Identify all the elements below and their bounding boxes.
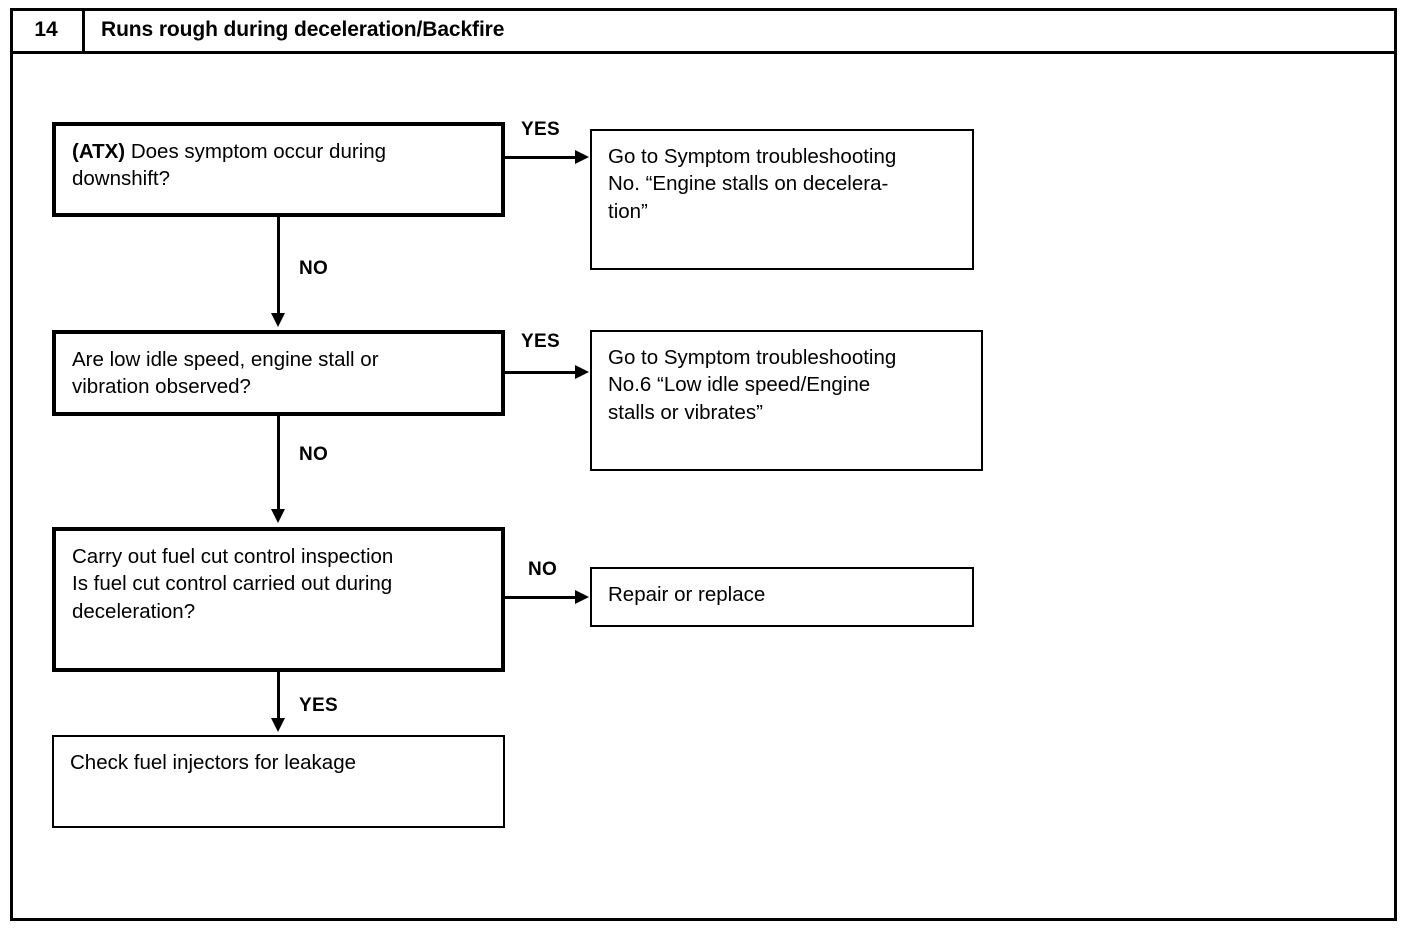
page-title: Runs rough during deceleration/Backfire <box>101 17 505 41</box>
edge-q2-a2-arrowhead <box>575 365 589 379</box>
header-band: 14 Runs rough during deceleration/Backfi… <box>10 8 1397 54</box>
action-box-goto-low-idle-line3: stalls or vibrates” <box>608 400 763 424</box>
edge-q2-q3-line <box>277 416 280 511</box>
atx-line1-rest: Does symptom occur during <box>125 140 387 163</box>
action-box-repair-or-replace: Repair or replace <box>590 567 974 627</box>
decision-box-atx-line1: (ATX) Does symptom occur during <box>72 138 501 165</box>
decision-box-fuel-cut-control: Carry out fuel cut control inspection Is… <box>52 527 505 672</box>
action-box-check-fuel-injectors: Check fuel injectors for leakage <box>52 735 505 828</box>
edge-q1-a1-line <box>505 156 577 159</box>
action-box-goto-engine-stalls: Go to Symptom troubleshooting No. “Engin… <box>590 129 974 270</box>
decision-box-atx-downshift: (ATX) Does symptom occur during downshif… <box>52 122 505 217</box>
action-box-goto-engine-stalls-line1: Go to Symptom troubleshooting <box>608 145 897 168</box>
edge-q1-a1-arrowhead <box>575 150 589 164</box>
action-box-goto-low-idle-line2: No.6 “Low idle speed/Engine <box>608 373 871 397</box>
page-border <box>10 8 1397 921</box>
edge-q3-a3-arrowhead <box>575 590 589 604</box>
edge-label-q2-yes: YES <box>521 331 560 352</box>
action-box-check-fuel-injectors-line1: Check fuel injectors for leakage <box>70 751 357 774</box>
action-box-goto-engine-stalls-line2: No. “Engine stalls on decelera- <box>608 172 889 196</box>
edge-q3-a3-line <box>505 596 577 599</box>
edge-q1-q2-line <box>277 217 280 315</box>
edge-q3-a4-line <box>277 672 280 720</box>
edge-q2-a2-line <box>505 371 577 374</box>
edge-q2-q3-arrowhead <box>271 509 285 523</box>
action-box-repair-or-replace-line1: Repair or replace <box>608 583 766 606</box>
edge-label-q2-no: NO <box>299 444 329 465</box>
action-box-goto-engine-stalls-line3: tion” <box>608 199 648 223</box>
edge-label-q1-no: NO <box>299 258 329 279</box>
decision-box-low-idle-vibration: Are low idle speed, engine stall or vibr… <box>52 330 505 416</box>
decision-box-low-idle-line1: Are low idle speed, engine stall or <box>72 348 379 371</box>
action-box-goto-low-idle-line1: Go to Symptom troubleshooting <box>608 346 897 369</box>
edge-label-q3-no: NO <box>528 559 558 580</box>
decision-box-fuel-cut-line2: Is fuel cut control carried out during <box>72 572 393 596</box>
atx-prefix: (ATX) <box>72 140 126 163</box>
edge-label-q1-yes: YES <box>521 119 560 140</box>
header-item-number: 14 <box>10 8 85 51</box>
decision-box-fuel-cut-line3: deceleration? <box>72 599 196 623</box>
decision-box-fuel-cut-line1: Carry out fuel cut control inspection <box>72 545 394 568</box>
action-box-goto-low-idle-speed: Go to Symptom troubleshooting No.6 “Low … <box>590 330 983 471</box>
edge-label-q3-yes: YES <box>299 695 338 716</box>
decision-box-atx-line2: downshift? <box>72 167 171 191</box>
edge-q1-q2-arrowhead <box>271 313 285 327</box>
decision-box-low-idle-line2: vibration observed? <box>72 375 251 399</box>
edge-q3-a4-arrowhead <box>271 718 285 732</box>
